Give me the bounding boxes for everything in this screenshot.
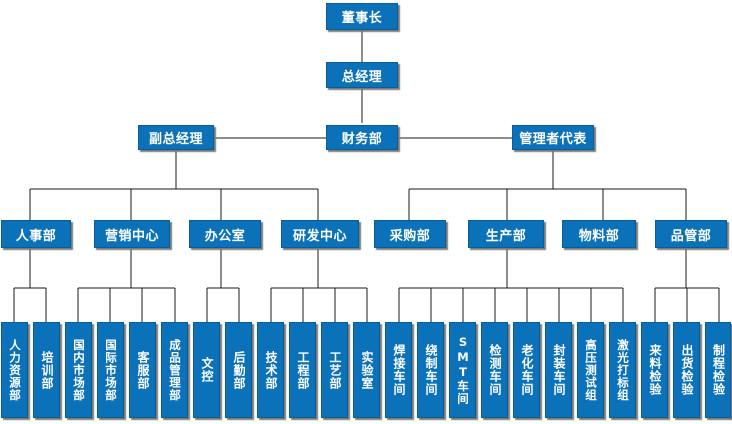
chairman-box: 董事长 bbox=[326, 3, 398, 30]
unit-training: 培训部 bbox=[33, 322, 60, 418]
unit-aging-workshop: 老化车间 bbox=[513, 322, 540, 418]
unit-document-control: 文控 bbox=[193, 322, 220, 418]
dept-quality: 品管部 bbox=[655, 220, 727, 248]
unit-engineering: 工程部 bbox=[289, 322, 316, 418]
unit-winding-workshop: 绕制车间 bbox=[417, 322, 444, 418]
unit-logistics: 后勤部 bbox=[225, 322, 252, 418]
unit-laser-marking: 激光打标组 bbox=[609, 322, 636, 418]
unit-customer-service: 客服部 bbox=[129, 322, 156, 418]
unit-incoming-inspection: 来料检验 bbox=[641, 322, 668, 418]
management-representative-box: 管理者代表 bbox=[512, 125, 594, 150]
unit-testing-workshop: 检测车间 bbox=[481, 322, 508, 418]
unit-smt-workshop: SMT车间 bbox=[449, 322, 476, 418]
unit-outgoing-inspection: 出货检验 bbox=[673, 322, 700, 418]
dept-office: 办公室 bbox=[189, 220, 261, 248]
vice-general-manager-box: 副总经理 bbox=[138, 125, 214, 150]
dept-hr: 人事部 bbox=[1, 220, 71, 248]
general-manager-box: 总经理 bbox=[326, 62, 398, 88]
dept-materials: 物料部 bbox=[562, 220, 636, 248]
unit-human-resources: 人力资源部 bbox=[1, 322, 28, 418]
finance-department-box: 财务部 bbox=[326, 125, 398, 150]
unit-international-market: 国际市场部 bbox=[97, 322, 124, 418]
dept-purchasing: 采购部 bbox=[374, 220, 446, 248]
unit-high-voltage-test: 高压测试组 bbox=[577, 322, 604, 418]
dept-production: 生产部 bbox=[468, 220, 544, 248]
unit-process-inspection: 制程检验 bbox=[705, 322, 731, 418]
unit-technology: 技术部 bbox=[257, 322, 284, 418]
dept-rd-center: 研发中心 bbox=[281, 220, 359, 248]
dept-marketing-center: 营销中心 bbox=[94, 220, 170, 248]
unit-welding-workshop: 焊接车间 bbox=[385, 322, 412, 418]
unit-domestic-market: 国内市场部 bbox=[65, 322, 92, 418]
unit-laboratory: 实验室 bbox=[353, 322, 380, 418]
unit-process: 工艺部 bbox=[321, 322, 348, 418]
unit-finished-goods: 成品管理部 bbox=[161, 322, 188, 418]
unit-packaging-workshop: 封装车间 bbox=[545, 322, 572, 418]
